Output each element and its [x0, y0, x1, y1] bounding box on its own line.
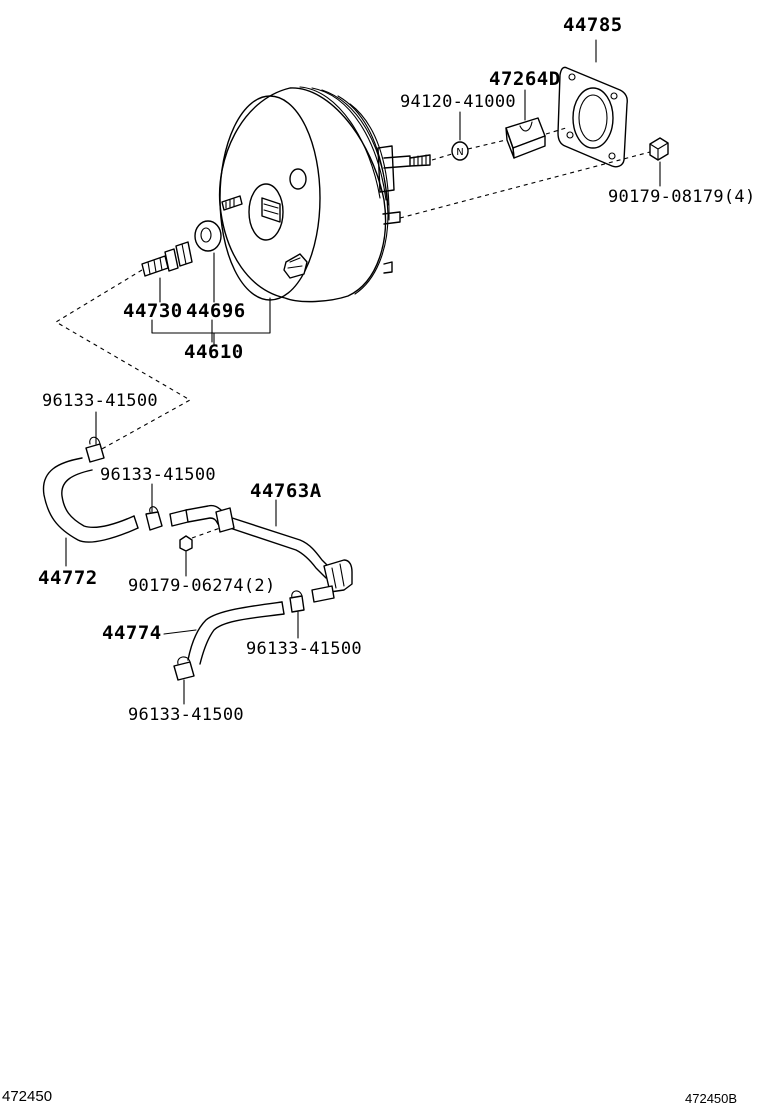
gasket-44785[interactable] [557, 66, 628, 168]
nut-90179-08179[interactable] [649, 137, 669, 161]
brake-booster[interactable] [218, 86, 431, 303]
label-44785: 44785 [563, 14, 623, 36]
label-96133-41500-b: 96133-41500 [100, 465, 216, 485]
label-90179-06274: 90179-06274(2) [128, 576, 276, 596]
label-44696: 44696 [186, 300, 246, 322]
bolt-44730[interactable] [141, 241, 193, 277]
assembly-dashed-lines [54, 127, 651, 539]
clamp-96133-d[interactable] [173, 656, 195, 681]
leader-lines-upper [151, 39, 661, 345]
nut-90179-06274[interactable] [179, 535, 193, 552]
label-96133-41500-c: 96133-41500 [246, 639, 362, 659]
hose-44772[interactable] [42, 457, 139, 543]
label-96133-41500-a: 96133-41500 [42, 391, 158, 411]
label-96133-41500-d: 96133-41500 [128, 705, 244, 725]
clamp-96133-a[interactable] [85, 436, 105, 463]
nut-94120[interactable]: N [451, 141, 469, 161]
label-94120-41000: 94120-41000 [400, 92, 516, 112]
footer-right-code: 472450B [685, 1091, 738, 1106]
label-47264D: 47264D [489, 68, 561, 90]
clamp-96133-b[interactable] [145, 506, 163, 531]
seal-44696[interactable] [194, 220, 222, 252]
label-90179-08179: 90179-08179(4) [608, 187, 756, 207]
footer-left-code: 472450 [2, 1088, 53, 1105]
clevis-47264D[interactable] [505, 117, 546, 159]
svg-text:N: N [456, 147, 463, 158]
leader-lines-lower [65, 411, 299, 705]
label-44774: 44774 [102, 622, 162, 644]
clamp-96133-c[interactable] [289, 590, 305, 613]
label-44763A: 44763A [250, 480, 322, 502]
label-44730: 44730 [123, 300, 183, 322]
hose-44774[interactable] [187, 601, 285, 665]
label-44772: 44772 [38, 567, 98, 589]
label-44610: 44610 [184, 341, 244, 363]
pipe-44763A[interactable] [169, 504, 353, 603]
